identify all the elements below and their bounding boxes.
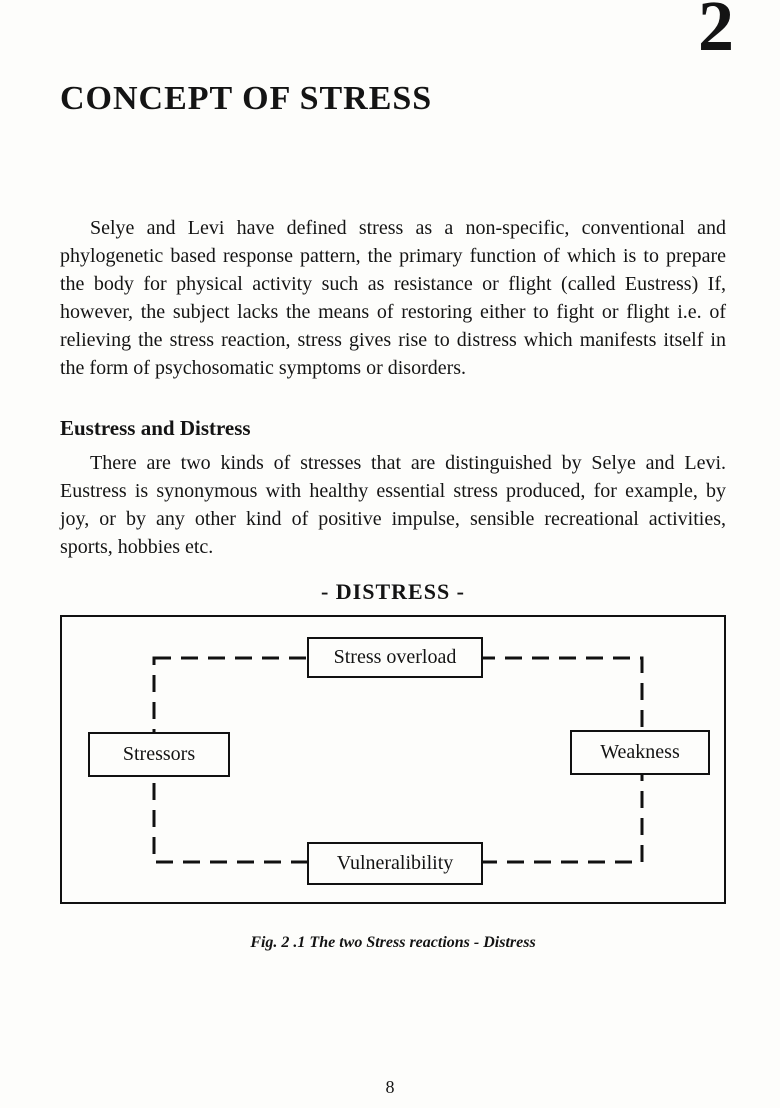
page-title: CONCEPT OF STRESS — [60, 80, 433, 117]
paragraph-eustress: There are two kinds of stresses that are… — [60, 452, 726, 559]
diagram-box-vulneralibility: Vulneralibility — [307, 842, 483, 886]
diagram-box-weakness: Weakness — [570, 730, 710, 776]
diagram-box-label-stress-overload: Stress overload — [333, 646, 457, 669]
figure-caption: Fig. 2 .1 The two Stress reactions - Dis… — [250, 934, 536, 952]
chapter-number: 2 — [698, 0, 734, 66]
diagram-box-label-weakness: Weakness — [600, 741, 680, 764]
diagram-title: - DISTRESS - — [320, 579, 466, 605]
diagram-box-label-vulneralibility: Vulneralibility — [336, 852, 454, 875]
diagram-box-stress-overload: Stress overload — [307, 637, 483, 679]
distress-diagram: Stress overload Stressors Weakness Vulne… — [60, 615, 726, 905]
page-number: 8 — [385, 1077, 395, 1097]
section-heading-eustress-distress: Eustress and Distress — [60, 416, 251, 441]
diagram-box-label-stressors: Stressors — [122, 743, 196, 766]
paragraph-intro: Selye and Levi have defined stress as a … — [60, 217, 726, 380]
diagram-box-stressors: Stressors — [88, 732, 230, 778]
